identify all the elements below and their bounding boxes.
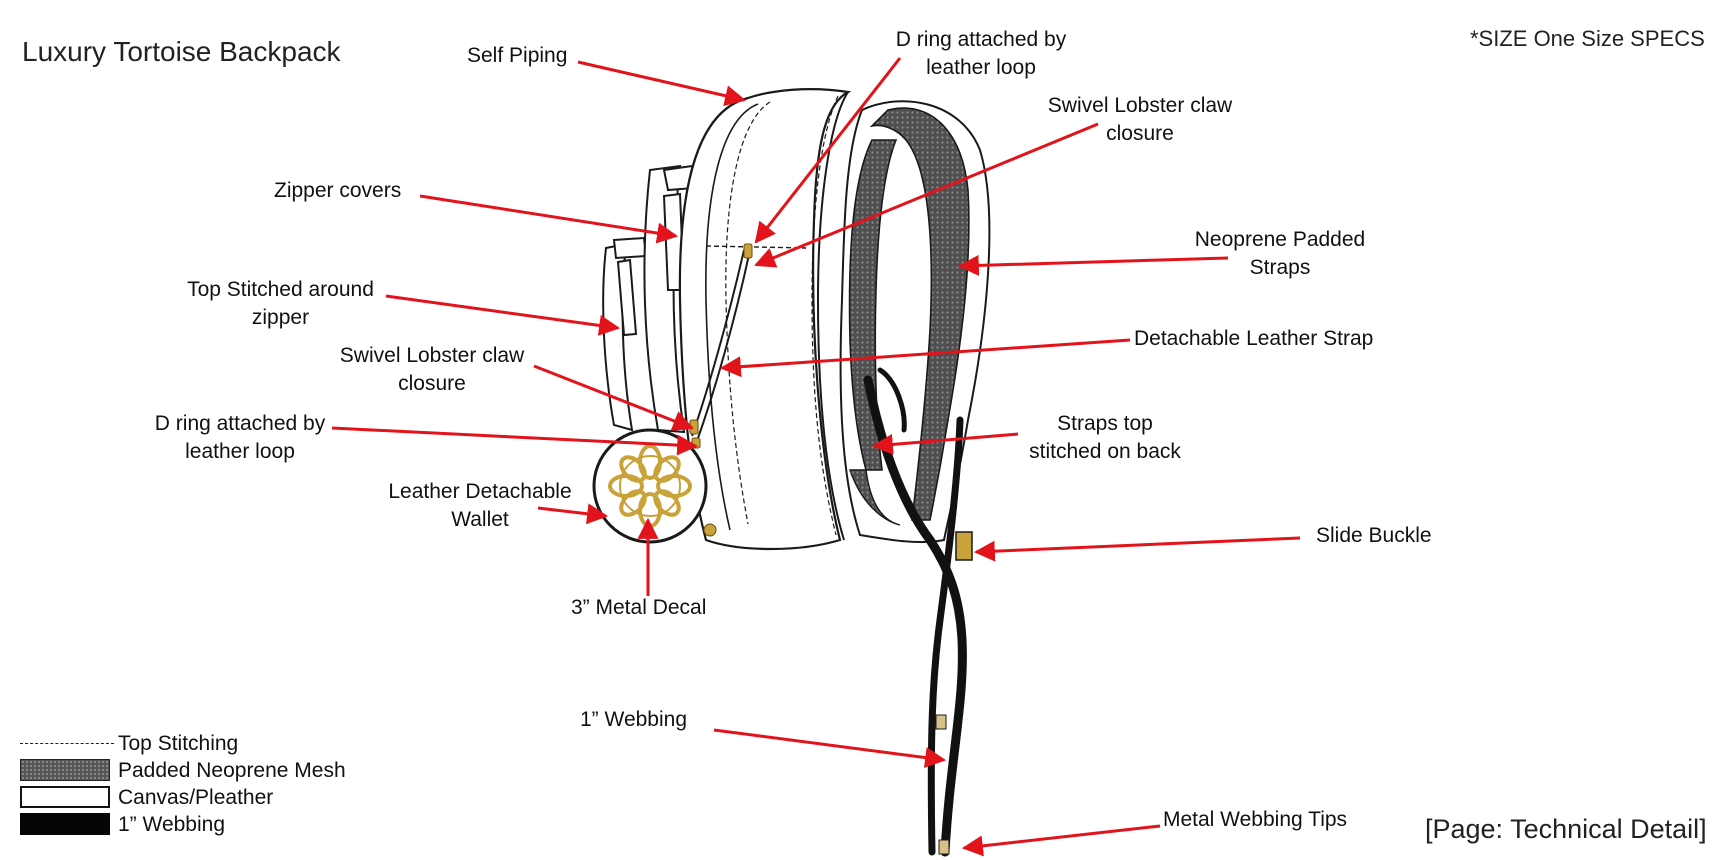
leather-wallet xyxy=(592,428,708,544)
legend-label: Canvas/Pleather xyxy=(118,786,274,809)
page-label: [Page: Technical Detail] xyxy=(1425,814,1707,844)
label-wallet: Leather Detachable Wallet xyxy=(370,478,590,534)
outline-swatch xyxy=(20,786,110,808)
label-swivel-left: Swivel Lobster claw closure xyxy=(322,342,542,398)
solid-black-swatch xyxy=(20,813,110,835)
label-d-ring-top: D ring attached by leather loop xyxy=(866,26,1096,82)
label-line: Neoprene Padded xyxy=(1194,228,1366,251)
neoprene-straps xyxy=(839,100,991,544)
legend-label: Top Stitching xyxy=(118,732,239,755)
label-swivel-top: Swivel Lobster claw closure xyxy=(1030,92,1250,148)
label-line: Swivel Lobster claw xyxy=(339,344,525,367)
arrow-d-ring-top xyxy=(754,57,902,244)
arrow-self-piping xyxy=(577,60,747,107)
size-note: *SIZE One Size SPECS xyxy=(1470,26,1705,51)
label-line: closure xyxy=(1106,122,1174,145)
arrow-swivel-top xyxy=(754,122,1099,268)
dashed-line-swatch xyxy=(20,743,114,744)
arrow-detachable-strap xyxy=(719,338,1131,378)
label-line: zipper xyxy=(251,306,310,329)
label-line: closure xyxy=(398,372,466,395)
mesh-swatch xyxy=(20,759,110,781)
label-line: Top Stitched around xyxy=(187,278,374,301)
metal-decal xyxy=(608,444,692,528)
detachable-leather-strap xyxy=(691,249,751,439)
arrow-swivel-left xyxy=(533,364,694,431)
label-slide-buckle: Slide Buckle xyxy=(1316,524,1432,547)
webbing-tips xyxy=(935,714,950,855)
side-pocket-outer xyxy=(602,236,648,432)
label-line: Leather Detachable xyxy=(388,480,572,503)
arrow-metal-tips xyxy=(961,824,1161,857)
label-line: Straps top xyxy=(1057,412,1153,435)
arrow-neoprene-straps xyxy=(957,254,1229,276)
label-top-stitched-zipper: Top Stitched around zipper xyxy=(168,276,393,332)
label-line: D ring attached by xyxy=(154,412,326,435)
arrow-webbing xyxy=(713,728,947,768)
label-metal-decal: 3” Metal Decal xyxy=(571,596,707,619)
label-line: Swivel Lobster claw xyxy=(1047,94,1233,117)
backpack-body xyxy=(678,88,852,551)
label-metal-tips: Metal Webbing Tips xyxy=(1163,808,1348,831)
callout-arrows xyxy=(331,57,1301,857)
label-d-ring-left: D ring attached by leather loop xyxy=(130,410,350,466)
legend-label: Padded Neoprene Mesh xyxy=(118,759,346,782)
label-zipper-covers: Zipper covers xyxy=(274,179,402,202)
label-detachable-strap: Detachable Leather Strap xyxy=(1134,327,1374,350)
arrow-zipper-covers xyxy=(419,194,679,244)
arrow-top-stitched-zipper xyxy=(385,294,621,336)
legend-label: 1” Webbing xyxy=(118,813,226,836)
label-straps-top-stitched: Straps top stitched on back xyxy=(1010,410,1200,466)
label-line: leather loop xyxy=(185,440,295,463)
slide-buckle xyxy=(955,531,973,561)
label-line: D ring attached by xyxy=(895,28,1067,51)
page-title: Luxury Tortoise Backpack xyxy=(22,36,341,67)
label-line: Straps xyxy=(1249,256,1311,279)
label-neoprene-straps: Neoprene Padded Straps xyxy=(1180,226,1380,282)
label-line: leather loop xyxy=(926,56,1036,79)
label-webbing: 1” Webbing xyxy=(580,708,688,731)
label-line: stitched on back xyxy=(1029,440,1181,463)
arrow-straps-top xyxy=(871,432,1019,455)
arrow-slide-buckle xyxy=(973,536,1301,562)
arrow-d-ring-left xyxy=(331,426,699,456)
label-self-piping: Self Piping xyxy=(467,44,568,67)
label-line: Wallet xyxy=(451,508,509,531)
arrow-wallet xyxy=(537,503,609,525)
